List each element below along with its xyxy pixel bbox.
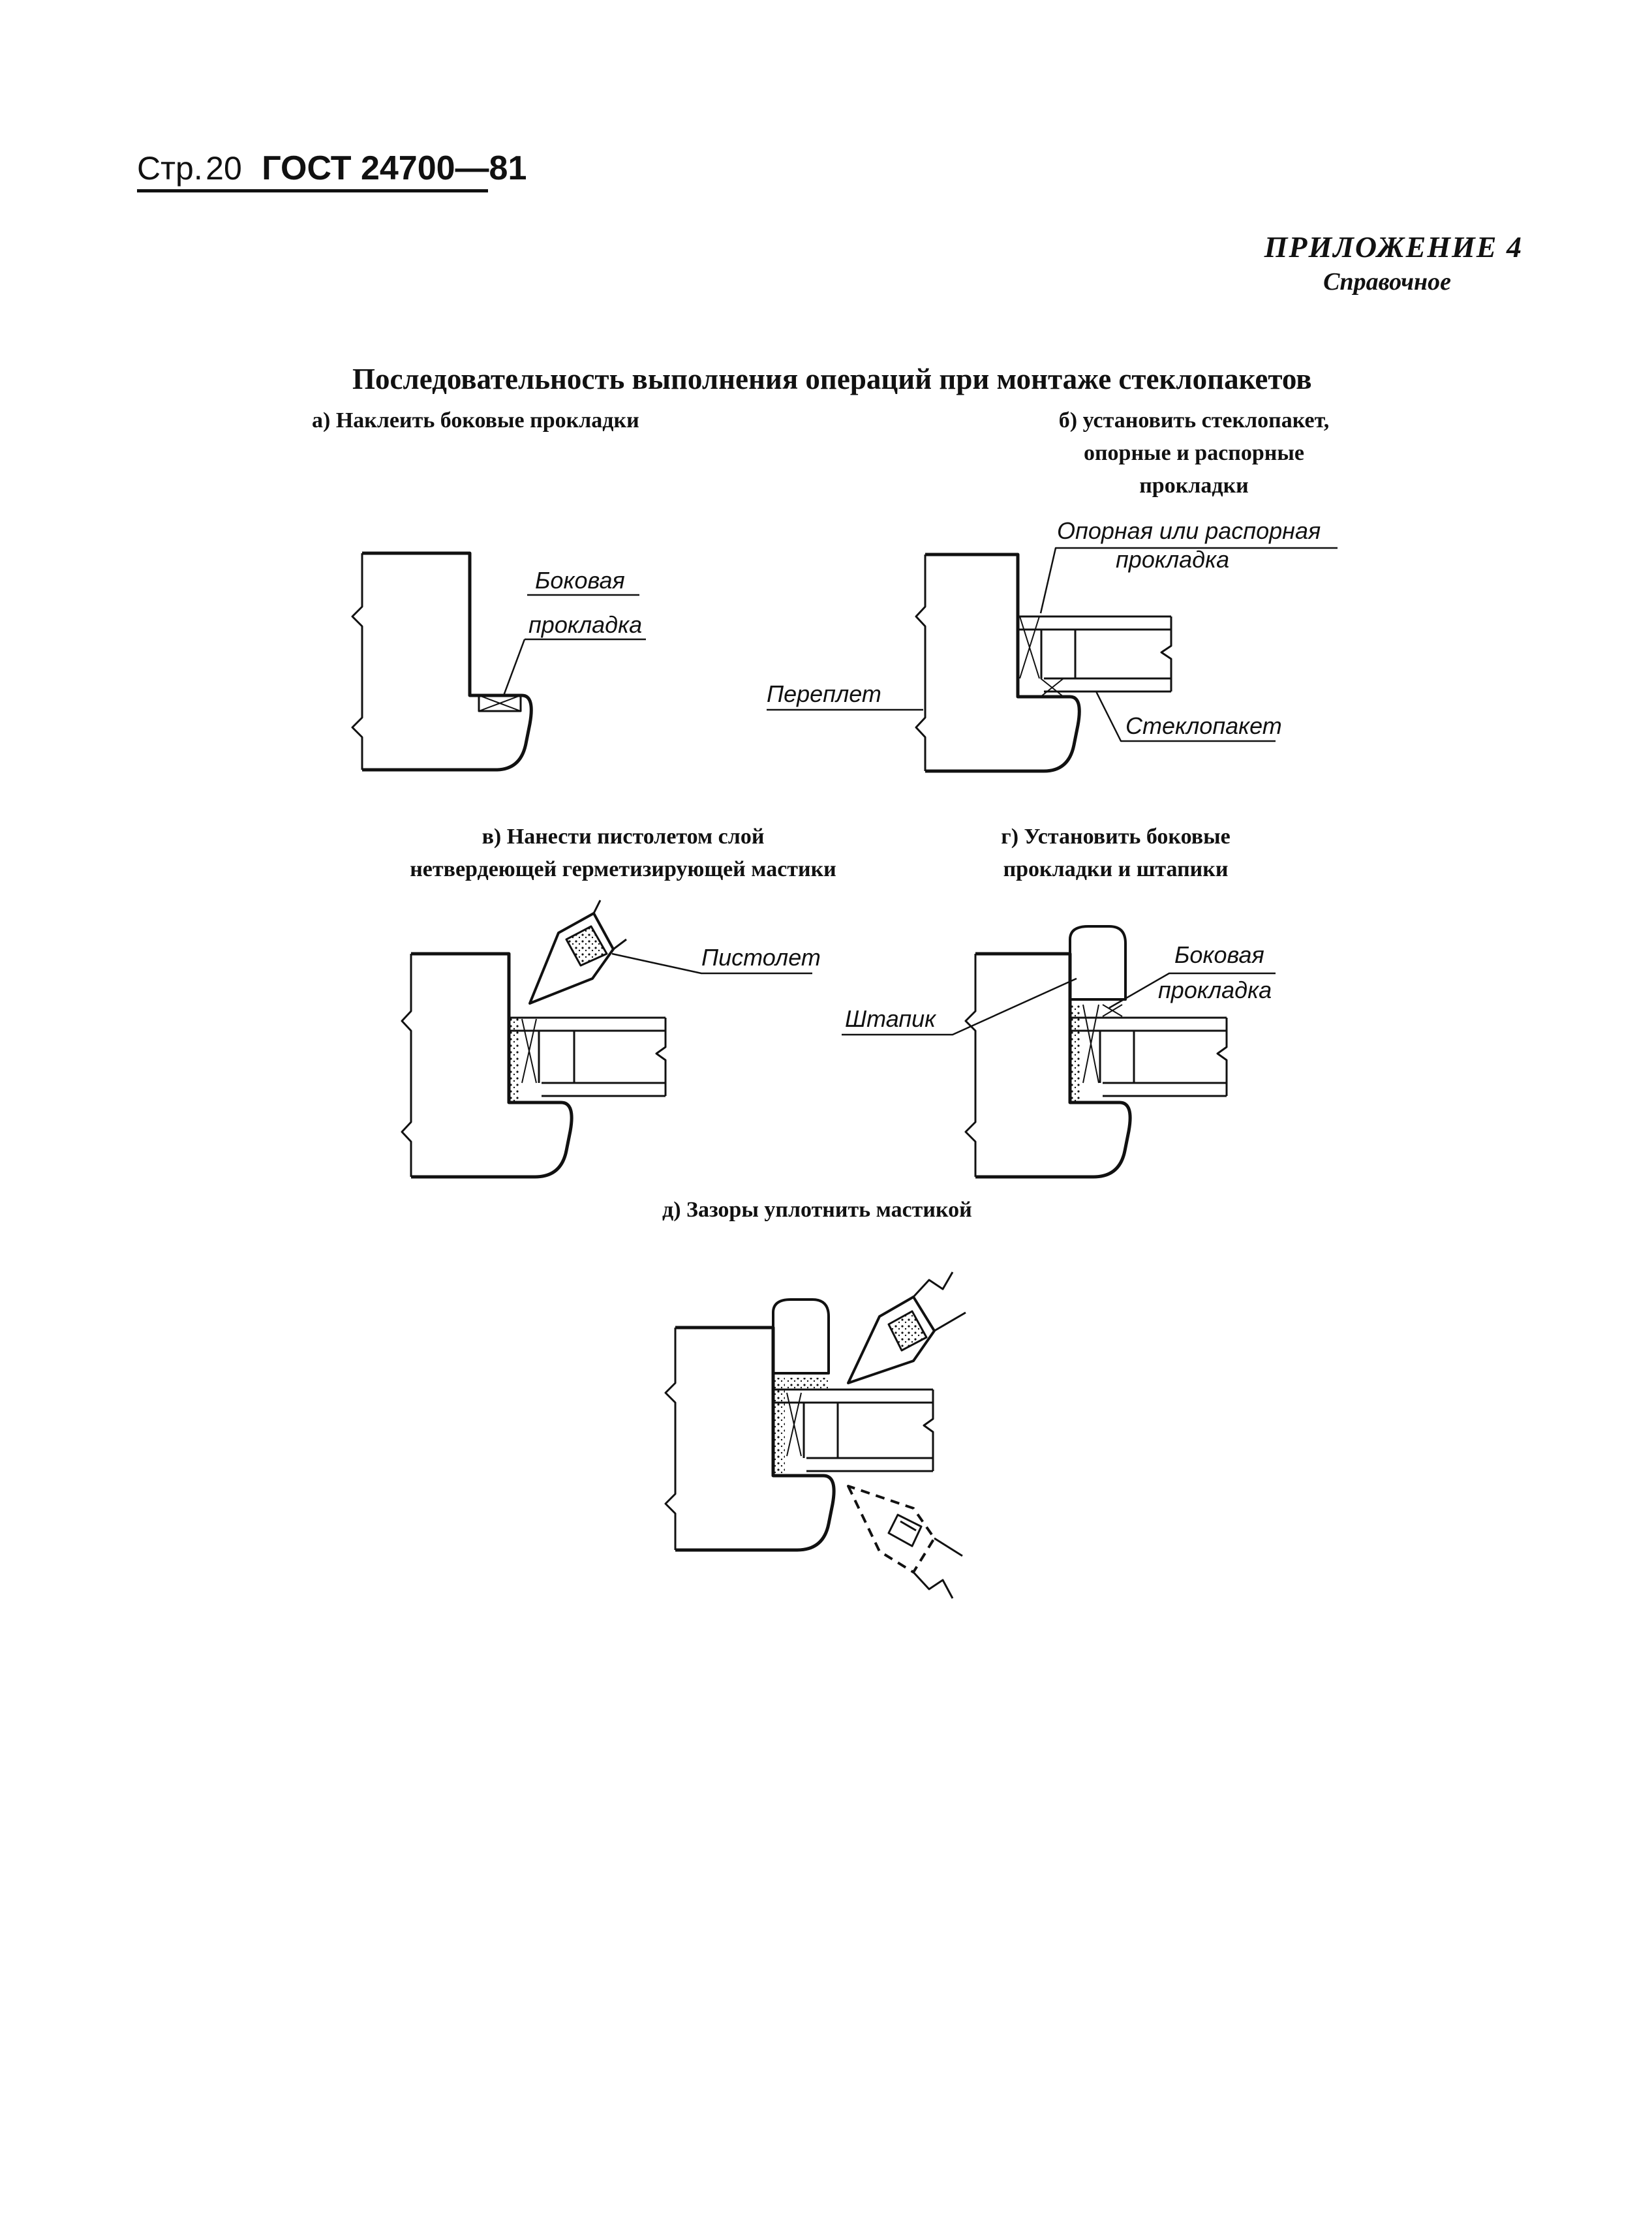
- leader-line: [502, 639, 526, 696]
- frame-profile: [411, 952, 574, 1179]
- step-d-label: д) Зазоры уплотнить мастикой: [662, 1194, 972, 1226]
- callout-b-line: Опорная или распорная: [1057, 517, 1321, 544]
- side-gasket-rect: [478, 694, 522, 712]
- callout-g-bead: Штапик: [845, 1005, 937, 1032]
- appendix-subtitle: Справочное: [1323, 268, 1451, 296]
- gasket-hatch: [478, 695, 521, 712]
- frame-profile: [975, 952, 1132, 1179]
- callout-b-frame: Переплет: [767, 680, 881, 707]
- frame-profile: [675, 1326, 836, 1552]
- document-title: Последовательность выполнения операций п…: [352, 363, 1312, 395]
- step-g-label: г) Установить боковые прокладки и штапик…: [966, 821, 1266, 886]
- drawing-v: [401, 900, 812, 1179]
- step-g-line: г) Установить боковые: [1001, 825, 1231, 849]
- callout-b-line: прокладка: [1116, 546, 1229, 573]
- callout-a-line: Боковая: [535, 567, 625, 594]
- step-v-line: в) Нанести пистолетом слой: [482, 825, 765, 849]
- glass-break: [1160, 616, 1172, 692]
- glazing-bead: [1069, 925, 1127, 1001]
- frame-profile: [925, 553, 1081, 773]
- break-line: [915, 555, 926, 771]
- drawing-g: [842, 925, 1276, 1179]
- appendix-title: ПРИЛОЖЕНИЕ 4: [1264, 230, 1523, 264]
- sealant-fill: [774, 1378, 785, 1476]
- step-b-label: б) установить стеклопакет, опорные и рас…: [1018, 404, 1370, 502]
- step-a-line: а) Наклеить боковые прокладки: [312, 408, 639, 433]
- gun-nozzle-upper: [847, 1296, 936, 1384]
- callout-b-glass: Стеклопакет: [1125, 712, 1282, 739]
- drawing-b: [767, 547, 1338, 773]
- page-header: Стр. 20 ГОСТ 24700—81: [137, 149, 527, 188]
- step-b-line: б) установить стеклопакет,: [1058, 408, 1330, 433]
- header-rule: [137, 189, 488, 192]
- step-v-label: в) Нанести пистолетом слой нетвердеющей …: [378, 821, 868, 886]
- glass-panes: [1019, 615, 1171, 693]
- gun-nozzle-lower: [847, 1485, 936, 1574]
- spacer-frame: [1040, 630, 1077, 678]
- leader-line: [1039, 547, 1338, 614]
- callout-g-line: прокладка: [1158, 977, 1272, 1003]
- sealant-layer: [510, 1018, 519, 1102]
- glazing-bead: [772, 1298, 830, 1375]
- step-b-line: опорные и распорные: [1083, 441, 1305, 465]
- callout-a-line: прокладка: [528, 611, 642, 638]
- step-a-label: а) Наклеить боковые прокладки: [312, 404, 639, 437]
- step-d-line: д) Зазоры уплотнить мастикой: [662, 1198, 972, 1222]
- page-word: Стр.: [137, 150, 203, 187]
- break-line: [351, 553, 363, 770]
- step-v-line: нетвердеющей герметизирующей мастики: [410, 857, 836, 881]
- page-number: 20: [206, 150, 242, 187]
- standard-number: ГОСТ 24700—81: [262, 149, 527, 187]
- callout-g-line: Боковая: [1174, 941, 1264, 968]
- leader-line: [611, 952, 812, 975]
- callout-v-gun: Пистолет: [701, 944, 821, 971]
- gun-nozzle: [528, 912, 615, 1005]
- drawing-d: [664, 1271, 966, 1599]
- step-g-line: прокладки и штапики: [1003, 857, 1229, 881]
- leader-line: [1109, 972, 1276, 1009]
- step-b-line: прокладки: [1139, 474, 1249, 498]
- support-gasket: [1019, 616, 1040, 679]
- glass-panes: [510, 1016, 665, 1097]
- frame-profile: [362, 551, 533, 772]
- drawing-a: [351, 551, 646, 772]
